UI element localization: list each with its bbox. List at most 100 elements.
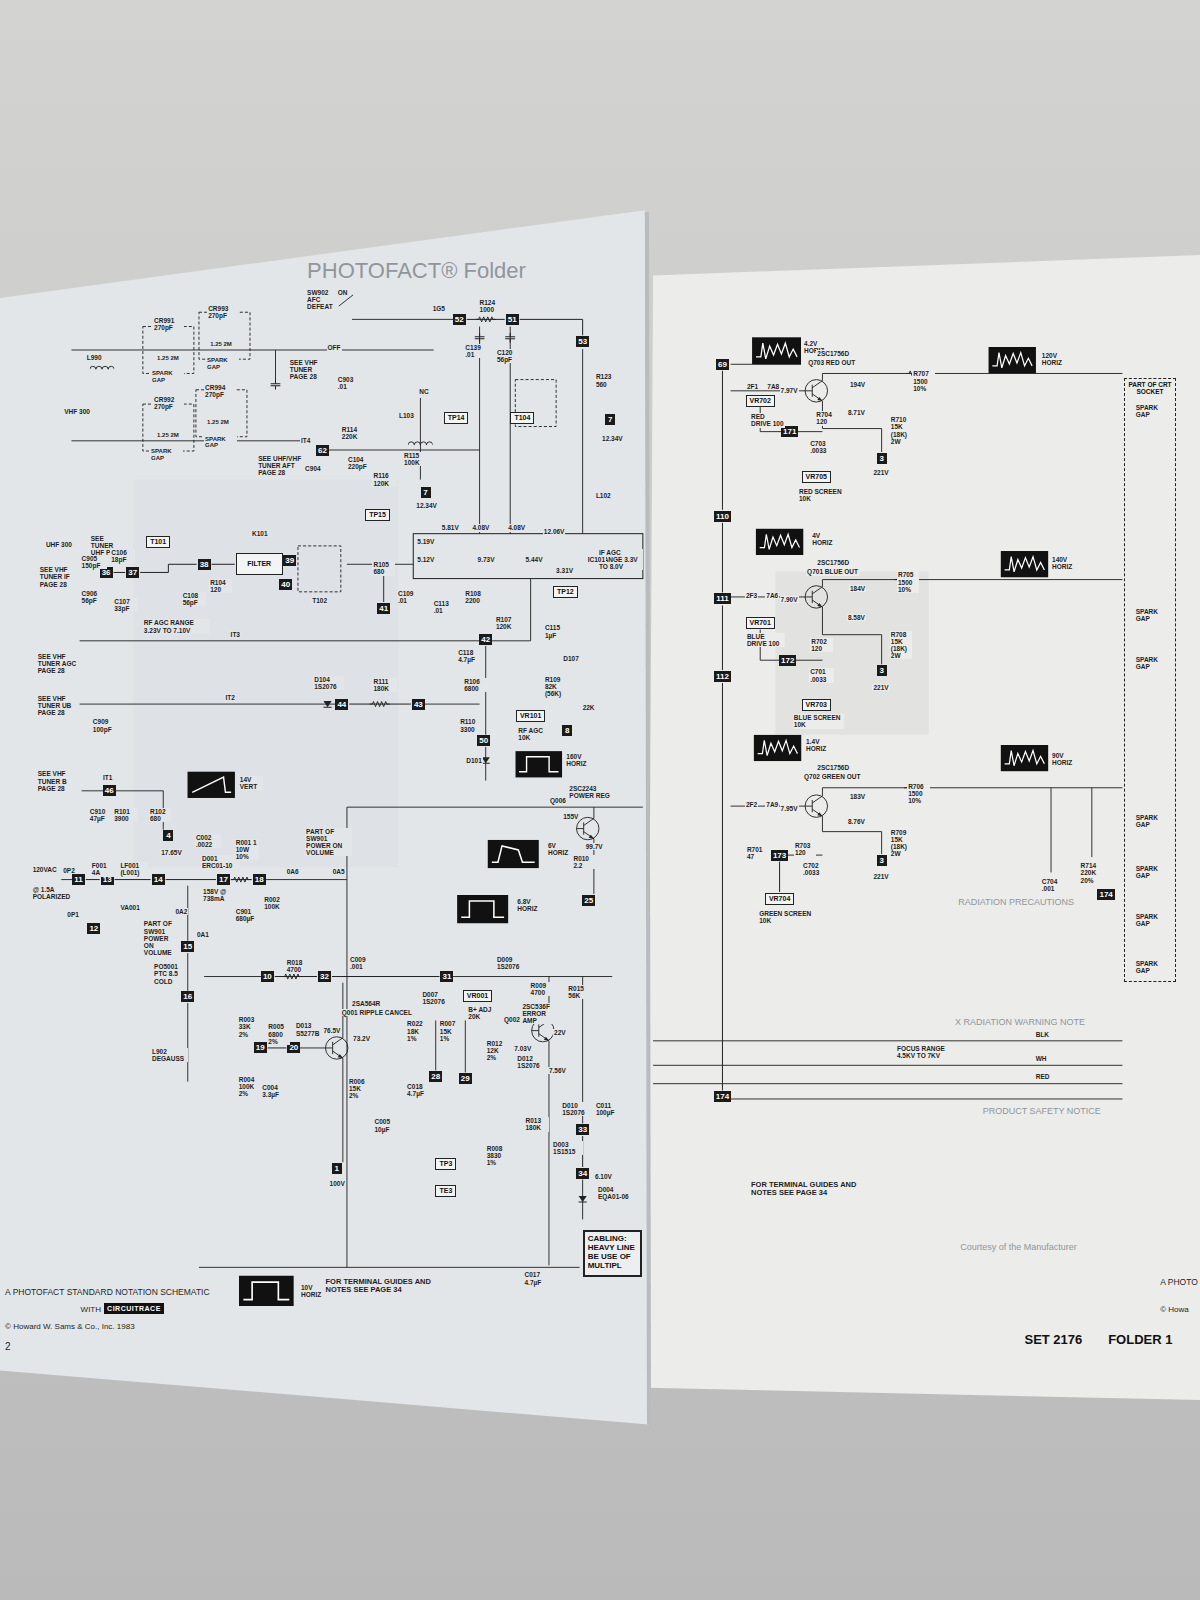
terminal-number: 4	[163, 830, 173, 841]
part-label: CR993 270pF	[207, 305, 238, 319]
part-label: D010 1S2076	[561, 1102, 592, 1116]
terminal-number: 174	[714, 1091, 731, 1102]
part-label: PART OF SW901 POWER ON VOLUME	[143, 920, 180, 956]
left-page	[0, 210, 649, 1424]
part-label: D003 1S1515	[552, 1141, 583, 1155]
node-text: 7	[608, 415, 612, 424]
terminal-number: 40	[279, 579, 292, 590]
node-text: TP3	[439, 1160, 452, 1168]
part-label: C011 100µF	[595, 1102, 624, 1116]
boxed-label: TE3	[435, 1185, 456, 1197]
node-text: 7	[423, 488, 427, 497]
node-text: 174	[1099, 890, 1112, 899]
node-text: 10	[263, 972, 272, 981]
terminal-number: 3	[877, 855, 887, 866]
boxed-label: TP15	[365, 509, 390, 521]
component-symbols	[90, 317, 927, 1202]
part-label: 12.06V	[543, 528, 566, 535]
part-label: IT1	[102, 774, 113, 781]
wire-connector	[231, 879, 252, 880]
part-label: D104 1S2076	[313, 676, 344, 690]
boxed-label: TP14	[444, 412, 469, 424]
part-label: WITH	[80, 1306, 102, 1315]
part-label: 1.25 2M	[206, 419, 239, 426]
part-label: C118 4.7µF	[457, 649, 483, 663]
part-label: SEE VHF TUNER IF PAGE 28	[39, 566, 78, 587]
boxed-label: VR705	[802, 471, 831, 483]
part-label: D009 1S2076	[496, 956, 527, 970]
part-label: 5.12V	[416, 556, 435, 563]
boxed-label: TP12	[553, 586, 578, 598]
part-label: 221V	[872, 469, 889, 476]
part-label: R004 100K 2%	[238, 1076, 262, 1097]
part-label: 7.03V	[513, 1045, 532, 1052]
part-label: Q002	[503, 1016, 521, 1023]
terminal-number: 1	[332, 1163, 342, 1174]
part-label: 221V	[872, 873, 889, 880]
node-text: TE3	[439, 1187, 452, 1195]
node-text: 29	[461, 1074, 470, 1083]
node-text: 19	[256, 1043, 265, 1052]
show-through	[133, 480, 398, 868]
part-label: IT4	[300, 437, 311, 444]
part-label: 7A8	[766, 383, 780, 390]
part-label: C120 56pF	[496, 349, 520, 363]
part-label: K101	[251, 530, 269, 537]
boxed-label: VR001	[463, 990, 492, 1002]
terminal-number: 8	[562, 725, 572, 736]
node-text: 52	[455, 315, 464, 324]
part-label: C004 3.3µF	[261, 1084, 287, 1098]
terminal-number: 51	[506, 314, 519, 325]
part-label: 0P1	[66, 911, 80, 918]
terminal-number: 17	[217, 874, 230, 885]
part-label: CR994 270pF	[204, 384, 235, 398]
part-label: 10V HORIZ	[300, 1284, 324, 1298]
part-label: VA001	[119, 904, 140, 911]
terminal-number: 14	[152, 874, 165, 885]
part-label: NC	[418, 388, 429, 395]
node-text: VR705	[806, 473, 827, 481]
node-text: 43	[414, 700, 423, 709]
part-label: R706 1500 10%	[907, 783, 929, 804]
node-text: VR704	[769, 895, 790, 903]
part-label: R110 3300	[459, 718, 483, 732]
gutter-shadow	[647, 212, 649, 1424]
boxed-label: VR704	[765, 893, 794, 905]
ic-outline	[413, 534, 643, 579]
part-label: UHF 300	[45, 541, 73, 548]
terminal-number: 46	[103, 785, 116, 796]
part-label: C107 33pF	[113, 598, 137, 612]
terminal-number: 43	[412, 699, 425, 710]
node-text: 1	[335, 1164, 339, 1173]
terminal-number: 34	[576, 1168, 589, 1179]
part-label: 12.34V	[415, 502, 438, 509]
part-label: SPARK GAP	[151, 370, 184, 383]
terminal-number: 31	[440, 971, 453, 982]
node-text: 32	[320, 972, 329, 981]
part-label: 2F1	[746, 383, 759, 390]
node-text: 174	[716, 1092, 729, 1101]
part-label: 7.56V	[548, 1067, 567, 1074]
part-label: 73.2V	[352, 1035, 371, 1042]
right-page	[647, 255, 1200, 1400]
part-label: C906 56pF	[81, 590, 105, 604]
boxed-label: FILTER	[236, 553, 283, 575]
node-text: 4	[166, 831, 170, 840]
node-text: 8	[565, 726, 569, 735]
node-text: 3	[879, 454, 883, 463]
part-label: F001 4A	[91, 862, 115, 876]
part-label: 7A6	[765, 592, 779, 599]
terminal-number: 19	[254, 1042, 267, 1053]
ghost-text: PRODUCT SAFETY NOTICE	[982, 1107, 1102, 1117]
ghost-text: X RADIATION WARNING NOTE	[954, 1018, 1086, 1028]
terminal-number: 172	[779, 655, 796, 666]
wire-connector	[86, 879, 100, 880]
part-label: 12.34V	[601, 435, 624, 442]
part-label: R115 100K	[403, 452, 427, 466]
part-label: @ 1.5A POLARIZED	[32, 886, 75, 900]
part-label: R709 15K (18K) 2W	[890, 829, 912, 858]
waveform-boxes	[188, 337, 1049, 1306]
part-label: 90V HORIZ	[1051, 752, 1075, 766]
